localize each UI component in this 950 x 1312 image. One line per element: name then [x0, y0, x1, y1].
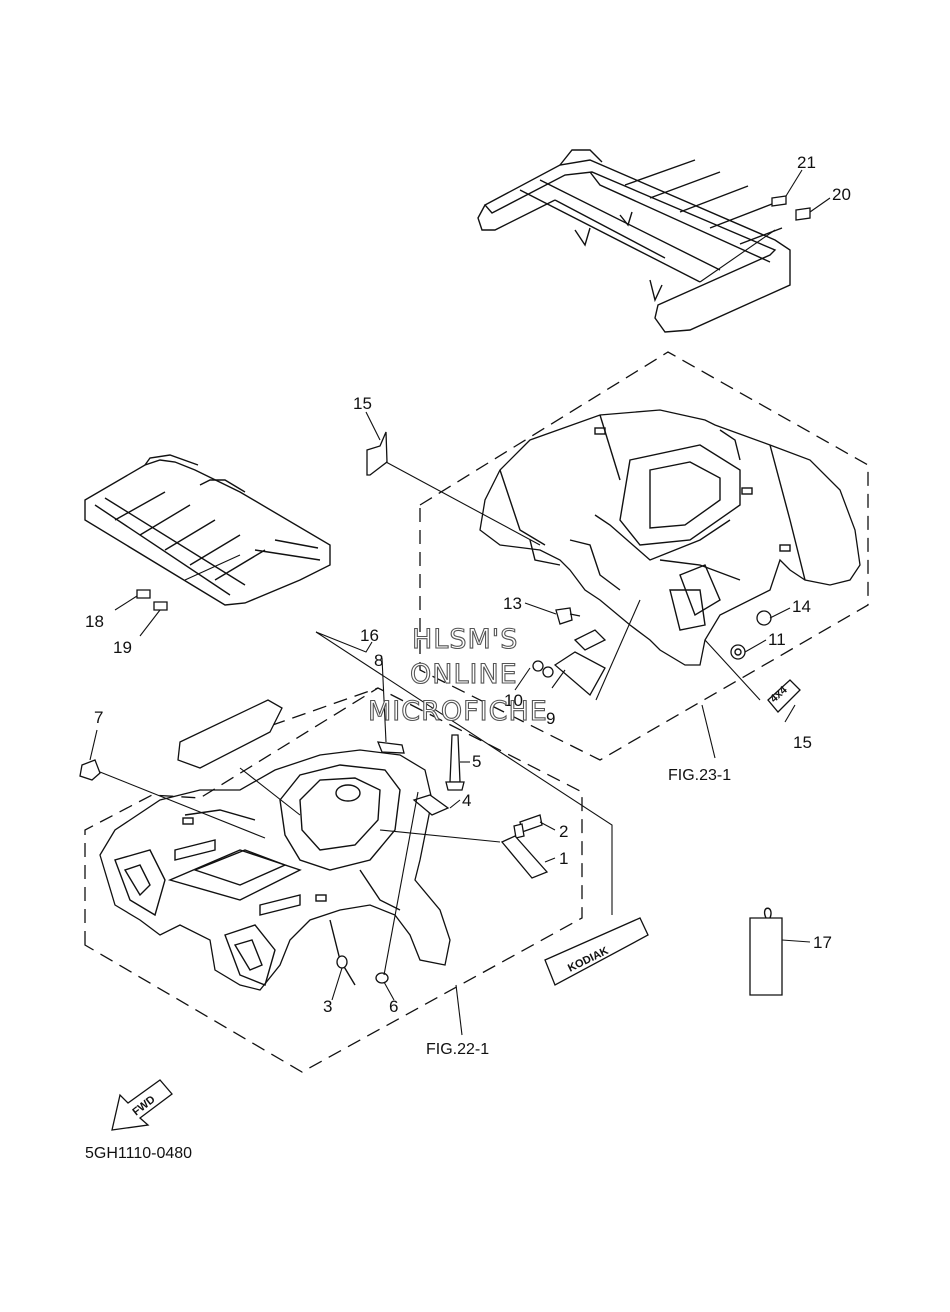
rear-carrier: [477, 149, 791, 333]
callout-15-bottom: 15: [793, 733, 812, 752]
washer-14: [756, 610, 772, 626]
front-carrier: [84, 454, 331, 606]
washer-11: [730, 644, 746, 660]
callout-9: 9: [546, 709, 555, 728]
label-18: [136, 589, 151, 599]
callout-20: 20: [832, 185, 851, 204]
callout-1: 1: [559, 849, 568, 868]
plate-9: [553, 651, 606, 697]
callout-15-top: 15: [353, 394, 372, 413]
callout-2: 2: [559, 822, 568, 841]
tag-17: [749, 917, 783, 996]
label-19: [153, 601, 168, 611]
decal-kodiak: [544, 917, 649, 986]
rivet-13: [555, 607, 573, 625]
callout-19: 19: [113, 638, 132, 657]
rear-fender: [479, 409, 861, 666]
callout-6: 6: [389, 997, 398, 1016]
emblem-15: [767, 679, 801, 713]
front-fender: [99, 749, 451, 991]
watermark-line-1: HLSM'S: [412, 624, 518, 655]
callout-3: 3: [323, 997, 332, 1016]
label-8: [376, 741, 405, 754]
watermark-line-2: ONLINE: [410, 659, 518, 690]
label-21: [771, 195, 787, 207]
rear-group-outline: [419, 351, 869, 761]
callout-5: 5: [472, 752, 481, 771]
graphic-16: [177, 699, 283, 769]
badge-7: [79, 759, 101, 781]
callouts: 21 20 15 18 19 13 14 11 16 8 10 9 15 7 5…: [85, 153, 851, 1016]
callout-16: 16: [360, 626, 379, 645]
plate-1: [500, 835, 549, 879]
callout-4: 4: [462, 791, 471, 810]
fig-ref-22: FIG.22-1: [426, 1041, 489, 1058]
grommet-6: [375, 972, 389, 984]
watermark-line-3: MICROFICHE: [368, 696, 548, 727]
fwd-arrow: FWD: [111, 1079, 173, 1131]
plate-4: [412, 794, 450, 816]
decal-15-upper: [366, 431, 388, 476]
callout-13: 13: [503, 594, 522, 613]
callout-18: 18: [85, 612, 104, 631]
label-20: [795, 207, 811, 221]
grommet-3: [336, 955, 348, 969]
callout-8: 8: [374, 651, 383, 670]
callout-11: 11: [768, 630, 786, 649]
callout-17: 17: [813, 933, 832, 952]
callout-10: 10: [504, 691, 523, 710]
watermark: HLSM'S ONLINE MICROFICHE: [367, 623, 548, 727]
fig-ref-23: FIG.23-1: [668, 767, 731, 784]
callout-7: 7: [94, 708, 103, 727]
plate-10: [573, 629, 607, 651]
leader-lines: [89, 169, 831, 1036]
callout-21: 21: [797, 153, 816, 172]
bolt-5: [449, 734, 461, 783]
drawing-code: 5GH1110-0480: [85, 1145, 192, 1162]
callout-14: 14: [792, 597, 811, 616]
